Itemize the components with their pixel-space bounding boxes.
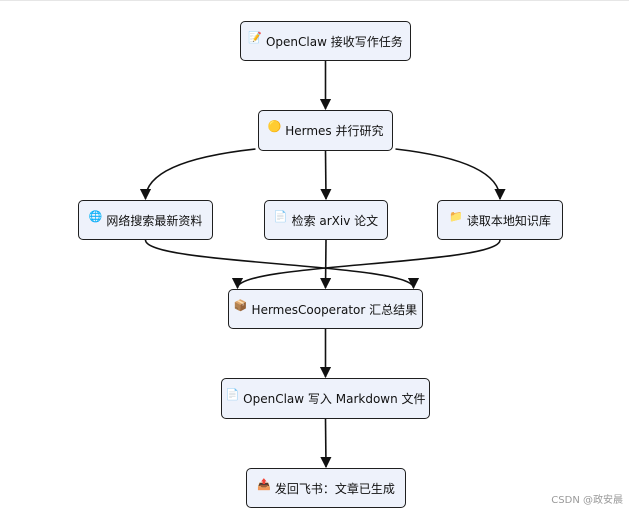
document-icon: 📄 xyxy=(225,388,240,401)
edge-web_search-to-aggregate xyxy=(144,239,419,290)
folder-icon: 📁 xyxy=(449,209,463,223)
edge-write-to-reply xyxy=(320,418,332,469)
watermark: CSDN @政安晨 xyxy=(551,495,623,506)
node-reply-feishu-label: 发回飞书：文章已生成 xyxy=(274,481,395,496)
edge-research-to-web_search xyxy=(139,148,256,201)
node-reply-feishu: 📤 发回飞书：文章已生成 xyxy=(246,468,406,508)
node-aggregate-results-label: HermesCooperator 汇总结果 xyxy=(251,302,418,317)
node-receive-task-label: OpenClaw 接收写作任务 xyxy=(265,34,403,49)
node-arxiv-search: 📄 检索 arXiv 论文 xyxy=(264,200,388,240)
node-aggregate-results: 📦 HermesCooperator 汇总结果 xyxy=(228,289,423,329)
node-arxiv-search-label: 检索 arXiv 论文 xyxy=(291,213,379,228)
node-parallel-research: 🟡 Hermes 并行研究 xyxy=(258,110,393,151)
globe-icon: 🌐 xyxy=(88,209,103,223)
package-icon: 📦 xyxy=(233,298,248,312)
edge-knowledge-to-aggregate xyxy=(232,239,501,290)
node-local-knowledge-label: 读取本地知识库 xyxy=(466,213,551,228)
node-write-markdown: 📄 OpenClaw 写入 Markdown 文件 xyxy=(221,378,430,419)
edge-arxiv-to-aggregate xyxy=(320,239,332,290)
edge-research-to-knowledge xyxy=(395,148,506,201)
edge-research-to-arxiv xyxy=(320,150,332,201)
memo-icon: 📝 xyxy=(248,30,262,44)
top-divider xyxy=(0,0,629,1)
outbox-icon: 📤 xyxy=(257,477,271,491)
yellow-circle-icon: 🟡 xyxy=(267,120,282,133)
node-receive-task: 📝 OpenClaw 接收写作任务 xyxy=(240,21,411,61)
node-parallel-research-label: Hermes 并行研究 xyxy=(285,124,384,138)
node-web-search: 🌐 网络搜索最新资料 xyxy=(78,200,213,240)
node-local-knowledge: 📁 读取本地知识库 xyxy=(437,200,563,240)
node-web-search-label: 网络搜索最新资料 xyxy=(106,213,203,228)
node-write-markdown-label: OpenClaw 写入 Markdown 文件 xyxy=(243,392,426,406)
document-icon: 📄 xyxy=(273,209,288,223)
